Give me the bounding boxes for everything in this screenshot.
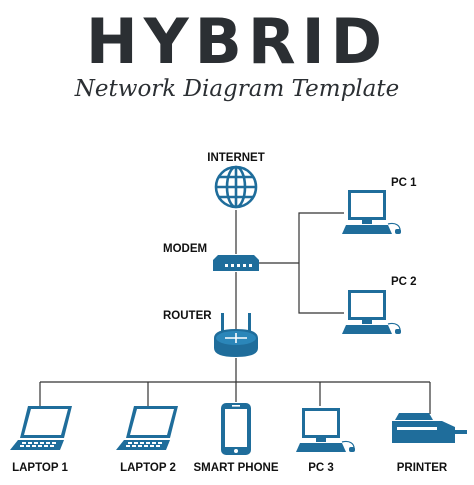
laptop-icon bbox=[10, 406, 72, 450]
pc1-label: PC 1 bbox=[391, 177, 417, 189]
pc3-label: PC 3 bbox=[308, 462, 334, 474]
modem-label: MODEM bbox=[163, 243, 208, 255]
smartphone-icon bbox=[221, 403, 251, 455]
internet-label: INTERNET bbox=[207, 152, 265, 164]
desktop-pc-icon bbox=[296, 408, 355, 452]
diagram-subtitle: Network Diagram Template bbox=[74, 76, 400, 102]
link-pc1-branch bbox=[298, 212, 344, 263]
diagram-title: HYBRID bbox=[85, 5, 389, 78]
smartphone-label: SMART PHONE bbox=[193, 462, 279, 474]
router-label: ROUTER bbox=[163, 310, 212, 322]
link-pc2-branch bbox=[298, 263, 344, 314]
globe-icon bbox=[214, 165, 258, 209]
desktop-pc-icon bbox=[342, 190, 401, 234]
laptop2-label: LAPTOP 2 bbox=[120, 462, 176, 474]
pc2-label: PC 2 bbox=[391, 276, 417, 288]
printer-icon bbox=[392, 413, 467, 443]
laptop-icon bbox=[116, 406, 178, 450]
desktop-pc-icon bbox=[342, 290, 401, 334]
laptop1-label: LAPTOP 1 bbox=[12, 462, 68, 474]
printer-label: PRINTER bbox=[396, 462, 448, 474]
modem-icon bbox=[213, 255, 259, 271]
router-icon bbox=[214, 313, 258, 357]
